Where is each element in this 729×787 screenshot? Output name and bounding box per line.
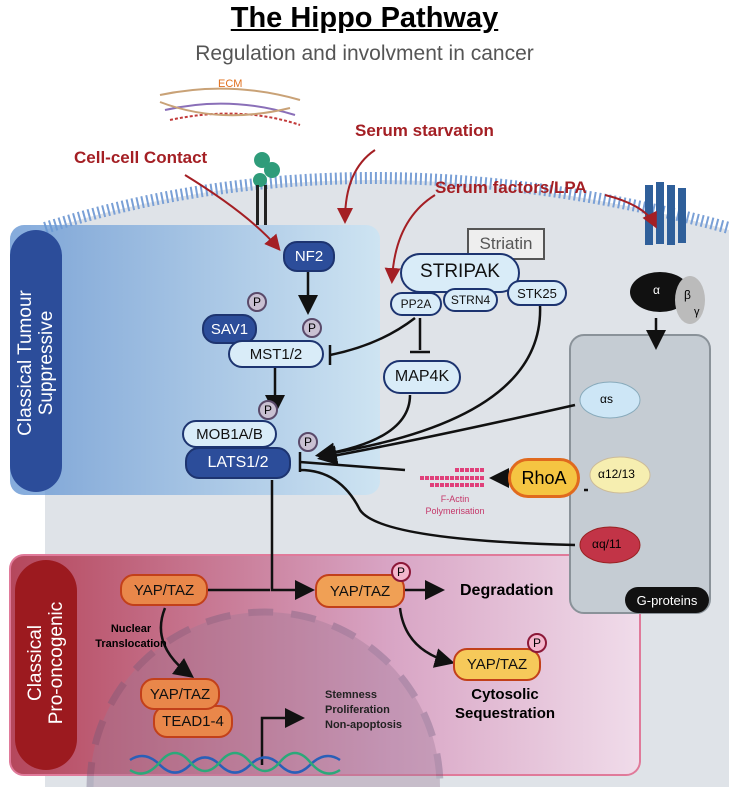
nf2-node: NF2 — [283, 241, 335, 272]
f-actin-filaments — [420, 468, 485, 487]
f-actin-line2: Polymerisation — [425, 506, 485, 516]
lats-node: LATS1/2 — [185, 447, 291, 479]
g-alpha-label: α — [653, 283, 660, 297]
sav1-node: SAV1 — [202, 314, 257, 344]
rhoa-node: RhoA — [508, 458, 580, 498]
oncogenic-label-line2: Pro-oncogenic — [46, 601, 67, 725]
yap-taz-sequestered-node: YAP/TAZ — [453, 648, 541, 681]
cytosolic-line1: Cytosolic — [471, 686, 539, 703]
tead-node: TEAD1-4 — [153, 705, 233, 738]
strn4-node: STRN4 — [443, 288, 498, 312]
mst-node: MST1/2 — [228, 340, 324, 368]
g-beta-label: β — [684, 288, 691, 302]
g-beta-subunit — [675, 276, 705, 324]
phospho-badge: P — [527, 633, 547, 653]
nuclear-line1: Nuclear — [110, 623, 152, 635]
map4k-node: MAP4K — [383, 360, 461, 394]
g-alpha-q-11 — [579, 526, 641, 564]
dna-helix — [129, 751, 341, 775]
nucleus-envelope — [86, 608, 444, 787]
suppressive-label-line2: Suppressive — [36, 310, 57, 416]
ecm-fibers — [159, 87, 301, 126]
yap-taz-nuclear-node: YAP/TAZ — [140, 678, 220, 710]
stk25-node: STK25 — [507, 280, 567, 306]
oncogenic-label-line1: Classical — [25, 624, 46, 702]
pp2a-node: PP2A — [390, 292, 442, 316]
suppressive-box — [10, 225, 380, 495]
stimulus-arrows — [184, 149, 657, 284]
g-alpha-s-label: αs — [600, 392, 613, 406]
ecm-label: ECM — [218, 78, 243, 90]
yap-taz-node: YAP/TAZ — [120, 574, 208, 606]
g-alpha-12-13-label: α12/13 — [598, 467, 635, 481]
g-alpha-q-11-label: αq/11 — [592, 537, 622, 551]
integrin-receptor — [253, 152, 280, 225]
g-alpha-s — [579, 381, 641, 419]
page-title: The Hippo Pathway — [230, 2, 499, 34]
phospho-badge: P — [258, 400, 278, 420]
degradation-label: Degradation — [460, 582, 554, 599]
serum-factors-label: Serum factors/LPA — [435, 178, 587, 197]
g-proteins-label: G-proteins — [625, 587, 709, 613]
phospho-badge: P — [391, 562, 411, 582]
f-actin-line1: F-Actin — [440, 494, 470, 504]
outcome-non-apoptosis: Non-apoptosis — [325, 719, 402, 731]
serum-starvation-label: Serum starvation — [355, 121, 494, 140]
page-subtitle: Regulation and involvment in cancer — [195, 42, 534, 65]
cell-contact-label: Cell-cell Contact — [74, 148, 208, 167]
phospho-badge: P — [298, 432, 318, 452]
stripak-node: STRIPAK — [400, 253, 520, 293]
pathway-arrows — [159, 272, 666, 765]
phospho-badge: P — [247, 292, 267, 312]
outcome-stemness: Stemness — [325, 689, 377, 701]
outcome-proliferation: Proliferation — [325, 704, 390, 716]
g-alpha-subunit — [630, 272, 690, 312]
yap-taz-phospho-node: YAP/TAZ — [315, 574, 405, 608]
mob-node: MOB1A/B — [182, 420, 277, 448]
suppressive-label-line1: Classical Tumour — [15, 290, 36, 436]
phospho-badge: P — [302, 318, 322, 338]
g-gamma-label: γ — [694, 306, 700, 318]
cytosolic-line2: Sequestration — [455, 705, 556, 722]
nuclear-line2: Translocation — [95, 638, 167, 650]
g-alpha-12-13 — [589, 456, 651, 494]
